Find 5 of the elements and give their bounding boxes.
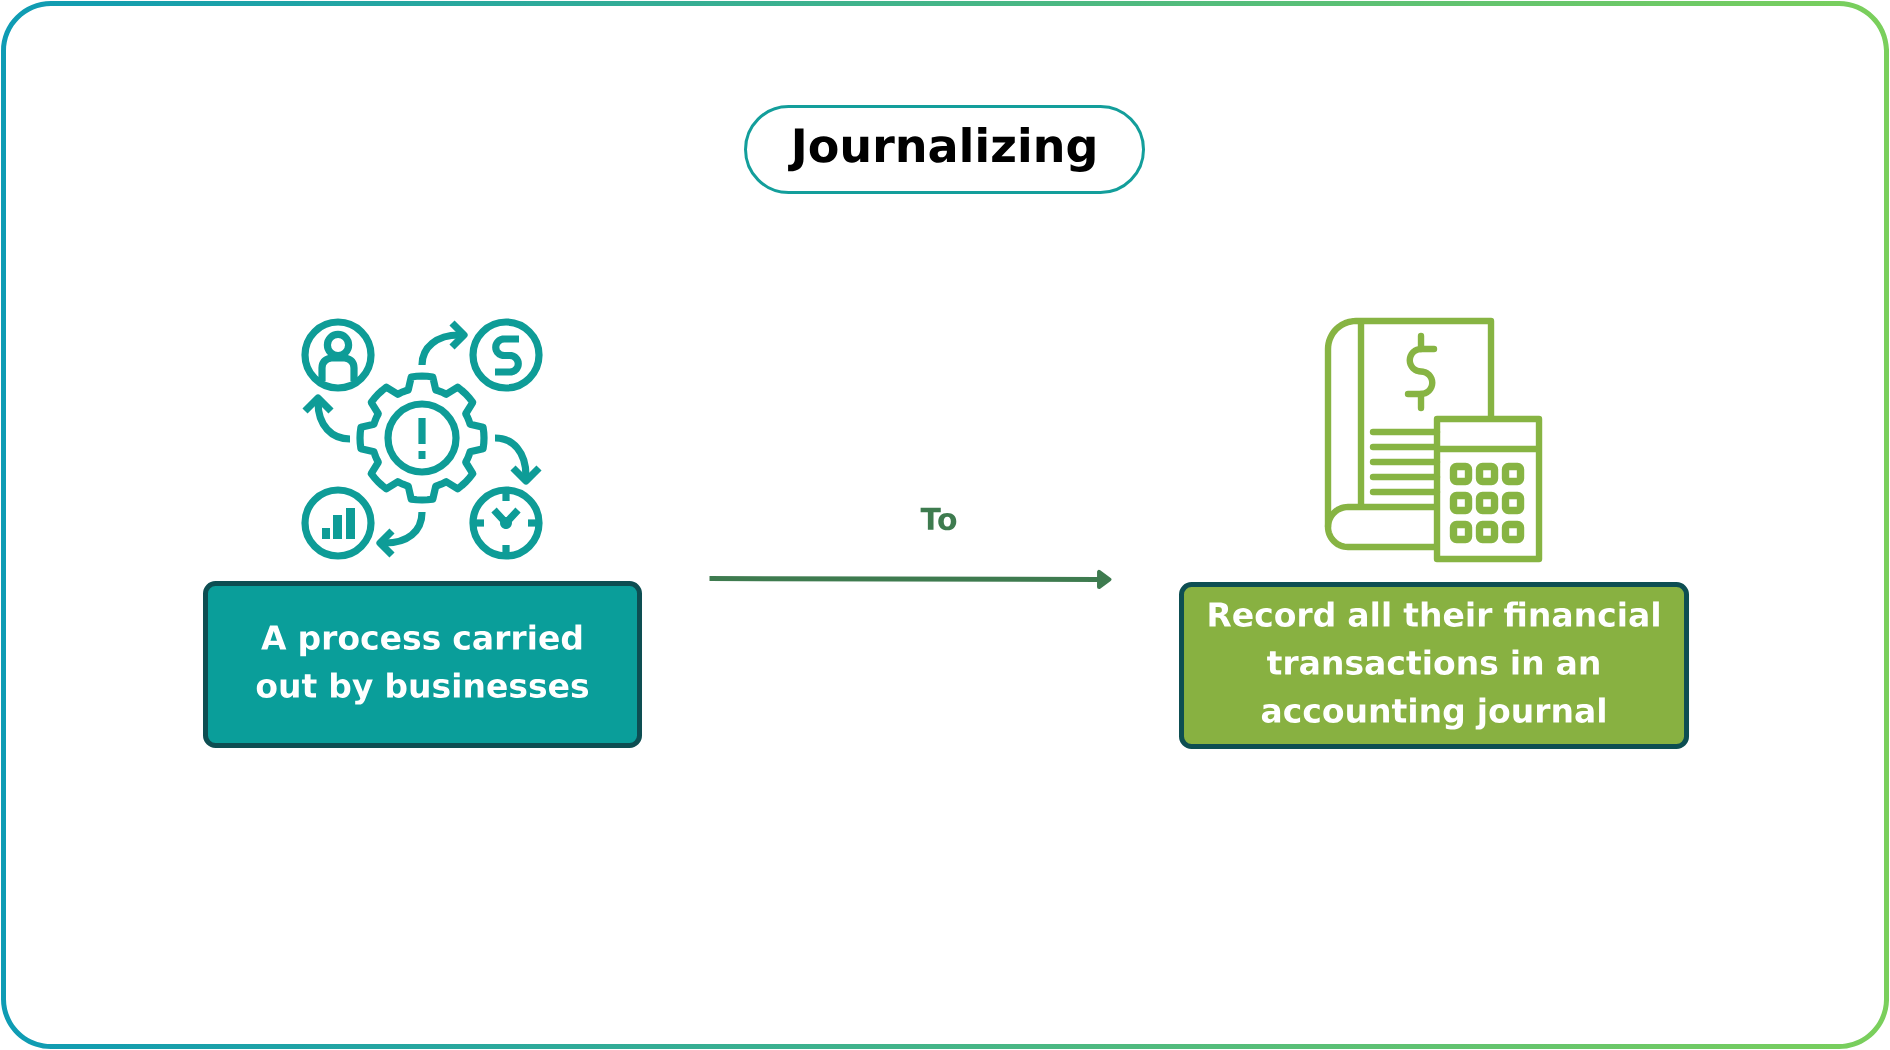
text-box: Record all their financial transactions in an accounting journal (1179, 582, 1689, 749)
title: Journalizing (744, 105, 1145, 194)
edge-label: To (916, 503, 962, 535)
text-box: A process carried out by businesses (203, 581, 642, 748)
arrow (709, 569, 1112, 590)
